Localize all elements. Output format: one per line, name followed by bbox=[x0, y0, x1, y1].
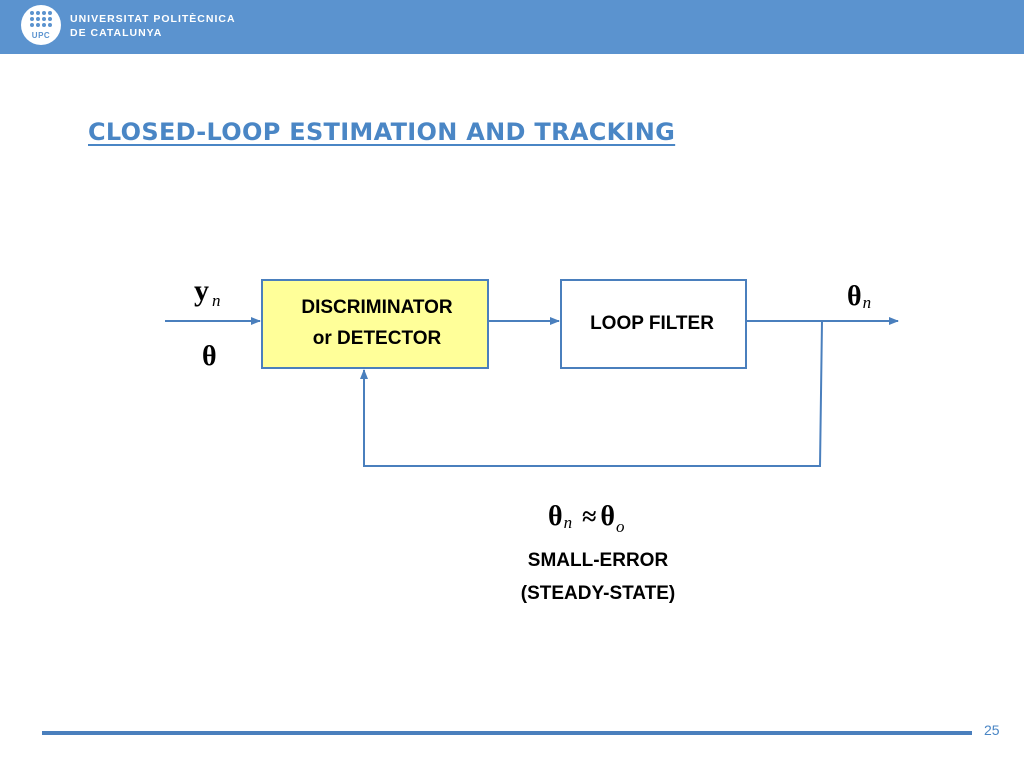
equation-rhs: θ bbox=[600, 501, 615, 532]
discriminator-label-line-1: DISCRIMINATOR bbox=[301, 297, 453, 318]
output-symbol: θ bbox=[847, 281, 862, 312]
feedback-path bbox=[360, 320, 823, 467]
loop-filter-label: LOOP FILTER bbox=[590, 313, 714, 334]
discriminator-label-line-2: or DETECTOR bbox=[313, 328, 442, 349]
loop-filter-block bbox=[560, 279, 747, 369]
university-name-line-2: DE CATALUNYA bbox=[70, 27, 163, 39]
equation-rhs-sub: o bbox=[616, 517, 625, 536]
page-number: 25 bbox=[984, 722, 1000, 738]
equation-op: ≈ bbox=[582, 502, 596, 531]
equation-lhs: θ bbox=[548, 501, 563, 532]
logo-dots-icon bbox=[30, 11, 52, 29]
input-symbol: y bbox=[194, 274, 209, 307]
input-param: θ bbox=[202, 341, 217, 372]
caption-line-2: (STEADY-STATE) bbox=[521, 583, 675, 604]
output-label: θn bbox=[847, 281, 871, 312]
university-name-line-1: UNIVERSITAT POLITÈCNICA bbox=[70, 13, 236, 25]
upc-logo: UPC bbox=[21, 5, 61, 45]
steady-state-equation: θn≈θo bbox=[548, 501, 625, 536]
logo-abbr: UPC bbox=[31, 31, 51, 40]
equation-lhs-sub: n bbox=[564, 513, 573, 532]
slide-title: CLOSED-LOOP ESTIMATION AND TRACKING bbox=[88, 118, 676, 146]
header-bar: UPC UNIVERSITAT POLITÈCNICA DE CATALUNYA bbox=[0, 0, 1024, 54]
output-subscript: n bbox=[863, 293, 872, 312]
footer-rule bbox=[42, 731, 972, 735]
discriminator-block bbox=[261, 279, 489, 369]
caption-line-1: SMALL-ERROR bbox=[528, 550, 669, 571]
input-subscript: n bbox=[212, 291, 221, 310]
